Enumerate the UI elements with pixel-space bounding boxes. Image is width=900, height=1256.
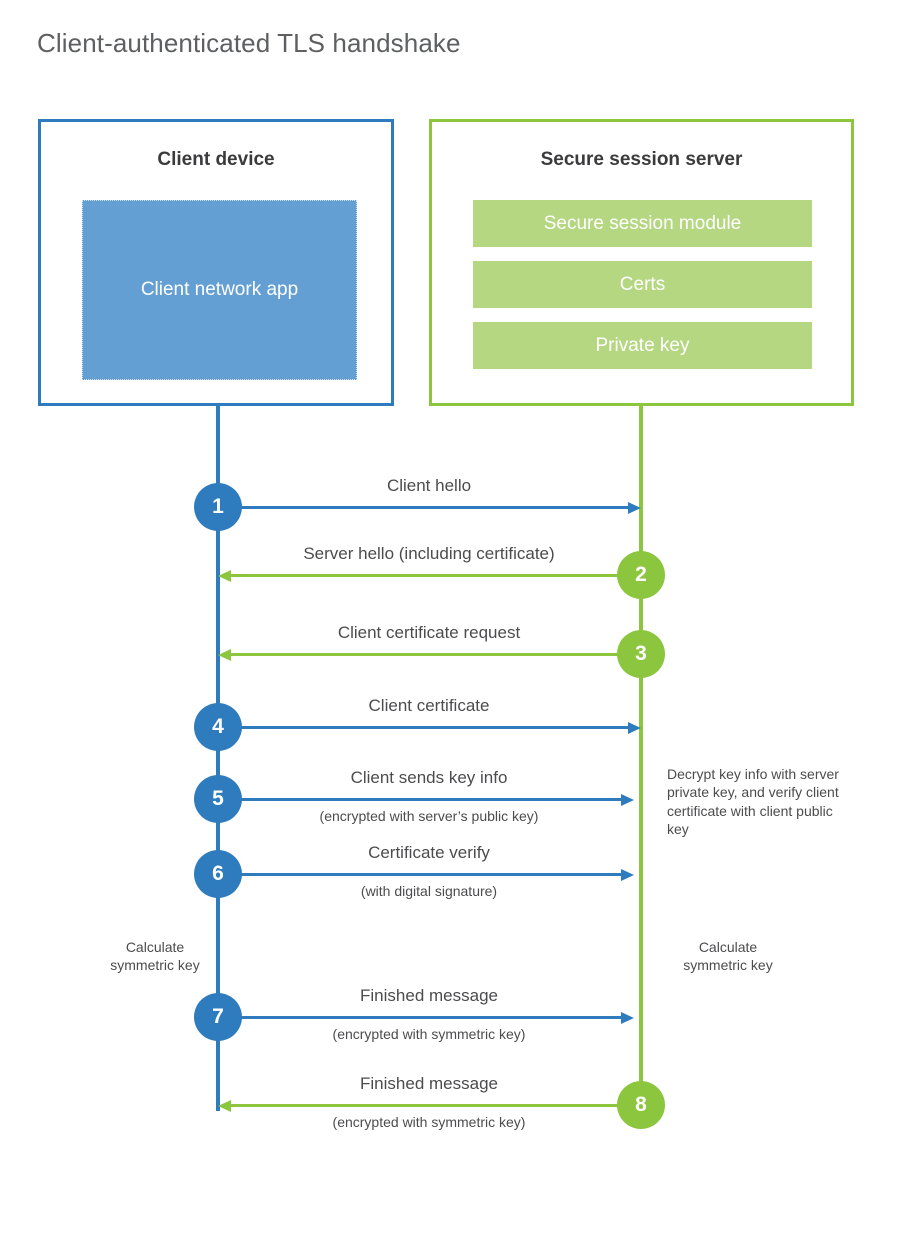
message-4-label: Client certificate [368,696,490,715]
arrowhead-left-icon [218,649,231,661]
server-block-certs: Certs [473,261,812,308]
step-circle-3[interactable]: 3 [617,630,665,678]
client-device-title: Client device [157,149,275,170]
message-3-line [231,653,641,656]
message-2-label: Server hello (including certificate) [303,544,555,563]
arrowhead-right-icon [628,722,641,734]
arrowhead-left-icon [218,570,231,582]
message-3-label: Client certificate request [337,623,521,642]
server-calculate-note-line-1: Calculate [698,939,758,955]
message-6-label: Certificate verify [368,843,490,862]
step-circle-7[interactable]: 7 [194,993,242,1041]
message-8-sublabel: (encrypted with symmetric key) [332,1114,526,1130]
client-calculate-note-line-1: Calculate [125,939,185,955]
secure-session-server-box: Secure session server Secure session mod… [429,119,854,406]
server-block-secure-session-module: Secure session module [473,200,812,247]
step-circle-1[interactable]: 1 [194,483,242,531]
arrowhead-left-icon [218,1100,231,1112]
message-1-line [218,506,628,509]
message-7-line [218,1016,621,1019]
server-calculate-note-line-2: symmetric key [683,957,773,974]
server-decrypt-note: Decrypt key info with server private key… [667,766,839,838]
client-lifeline [216,403,220,1111]
step-circle-8[interactable]: 8 [617,1081,665,1129]
step-circle-2[interactable]: 2 [617,551,665,599]
arrowhead-right-icon [621,794,634,806]
server-calculate-symmetric-key-note: Calculate symmetric key [653,938,803,975]
message-1-label: Client hello [386,476,472,495]
page-title: Client-authenticated TLS handshake [37,28,461,58]
message-6-line [218,873,621,876]
message-5-line [218,798,621,801]
client-calculate-note-line-2: symmetric key [110,957,200,974]
message-5-sublabel: (encrypted with server’s public key) [319,808,539,824]
step-circle-6[interactable]: 6 [194,850,242,898]
message-8-label: Finished message [360,1074,498,1093]
server-block-private-key: Private key [473,322,812,369]
message-5-label: Client sends key info [350,768,508,787]
message-8-line [231,1104,634,1107]
step-circle-4[interactable]: 4 [194,703,242,751]
arrowhead-right-icon [628,502,641,514]
step-circle-5[interactable]: 5 [194,775,242,823]
message-7-sublabel: (encrypted with symmetric key) [332,1026,526,1042]
message-4-line [218,726,628,729]
message-7-label: Finished message [360,986,498,1005]
client-device-box: Client device Client network app [38,119,394,406]
secure-session-server-title: Secure session server [540,149,743,170]
server-lifeline [639,403,643,1105]
message-2-line [231,574,641,577]
arrowhead-right-icon [621,1012,634,1024]
client-calculate-symmetric-key-note: Calculate symmetric key [80,938,230,975]
arrowhead-right-icon [621,869,634,881]
message-6-sublabel: (with digital signature) [360,883,498,899]
client-network-app-block: Client network app [82,200,357,380]
